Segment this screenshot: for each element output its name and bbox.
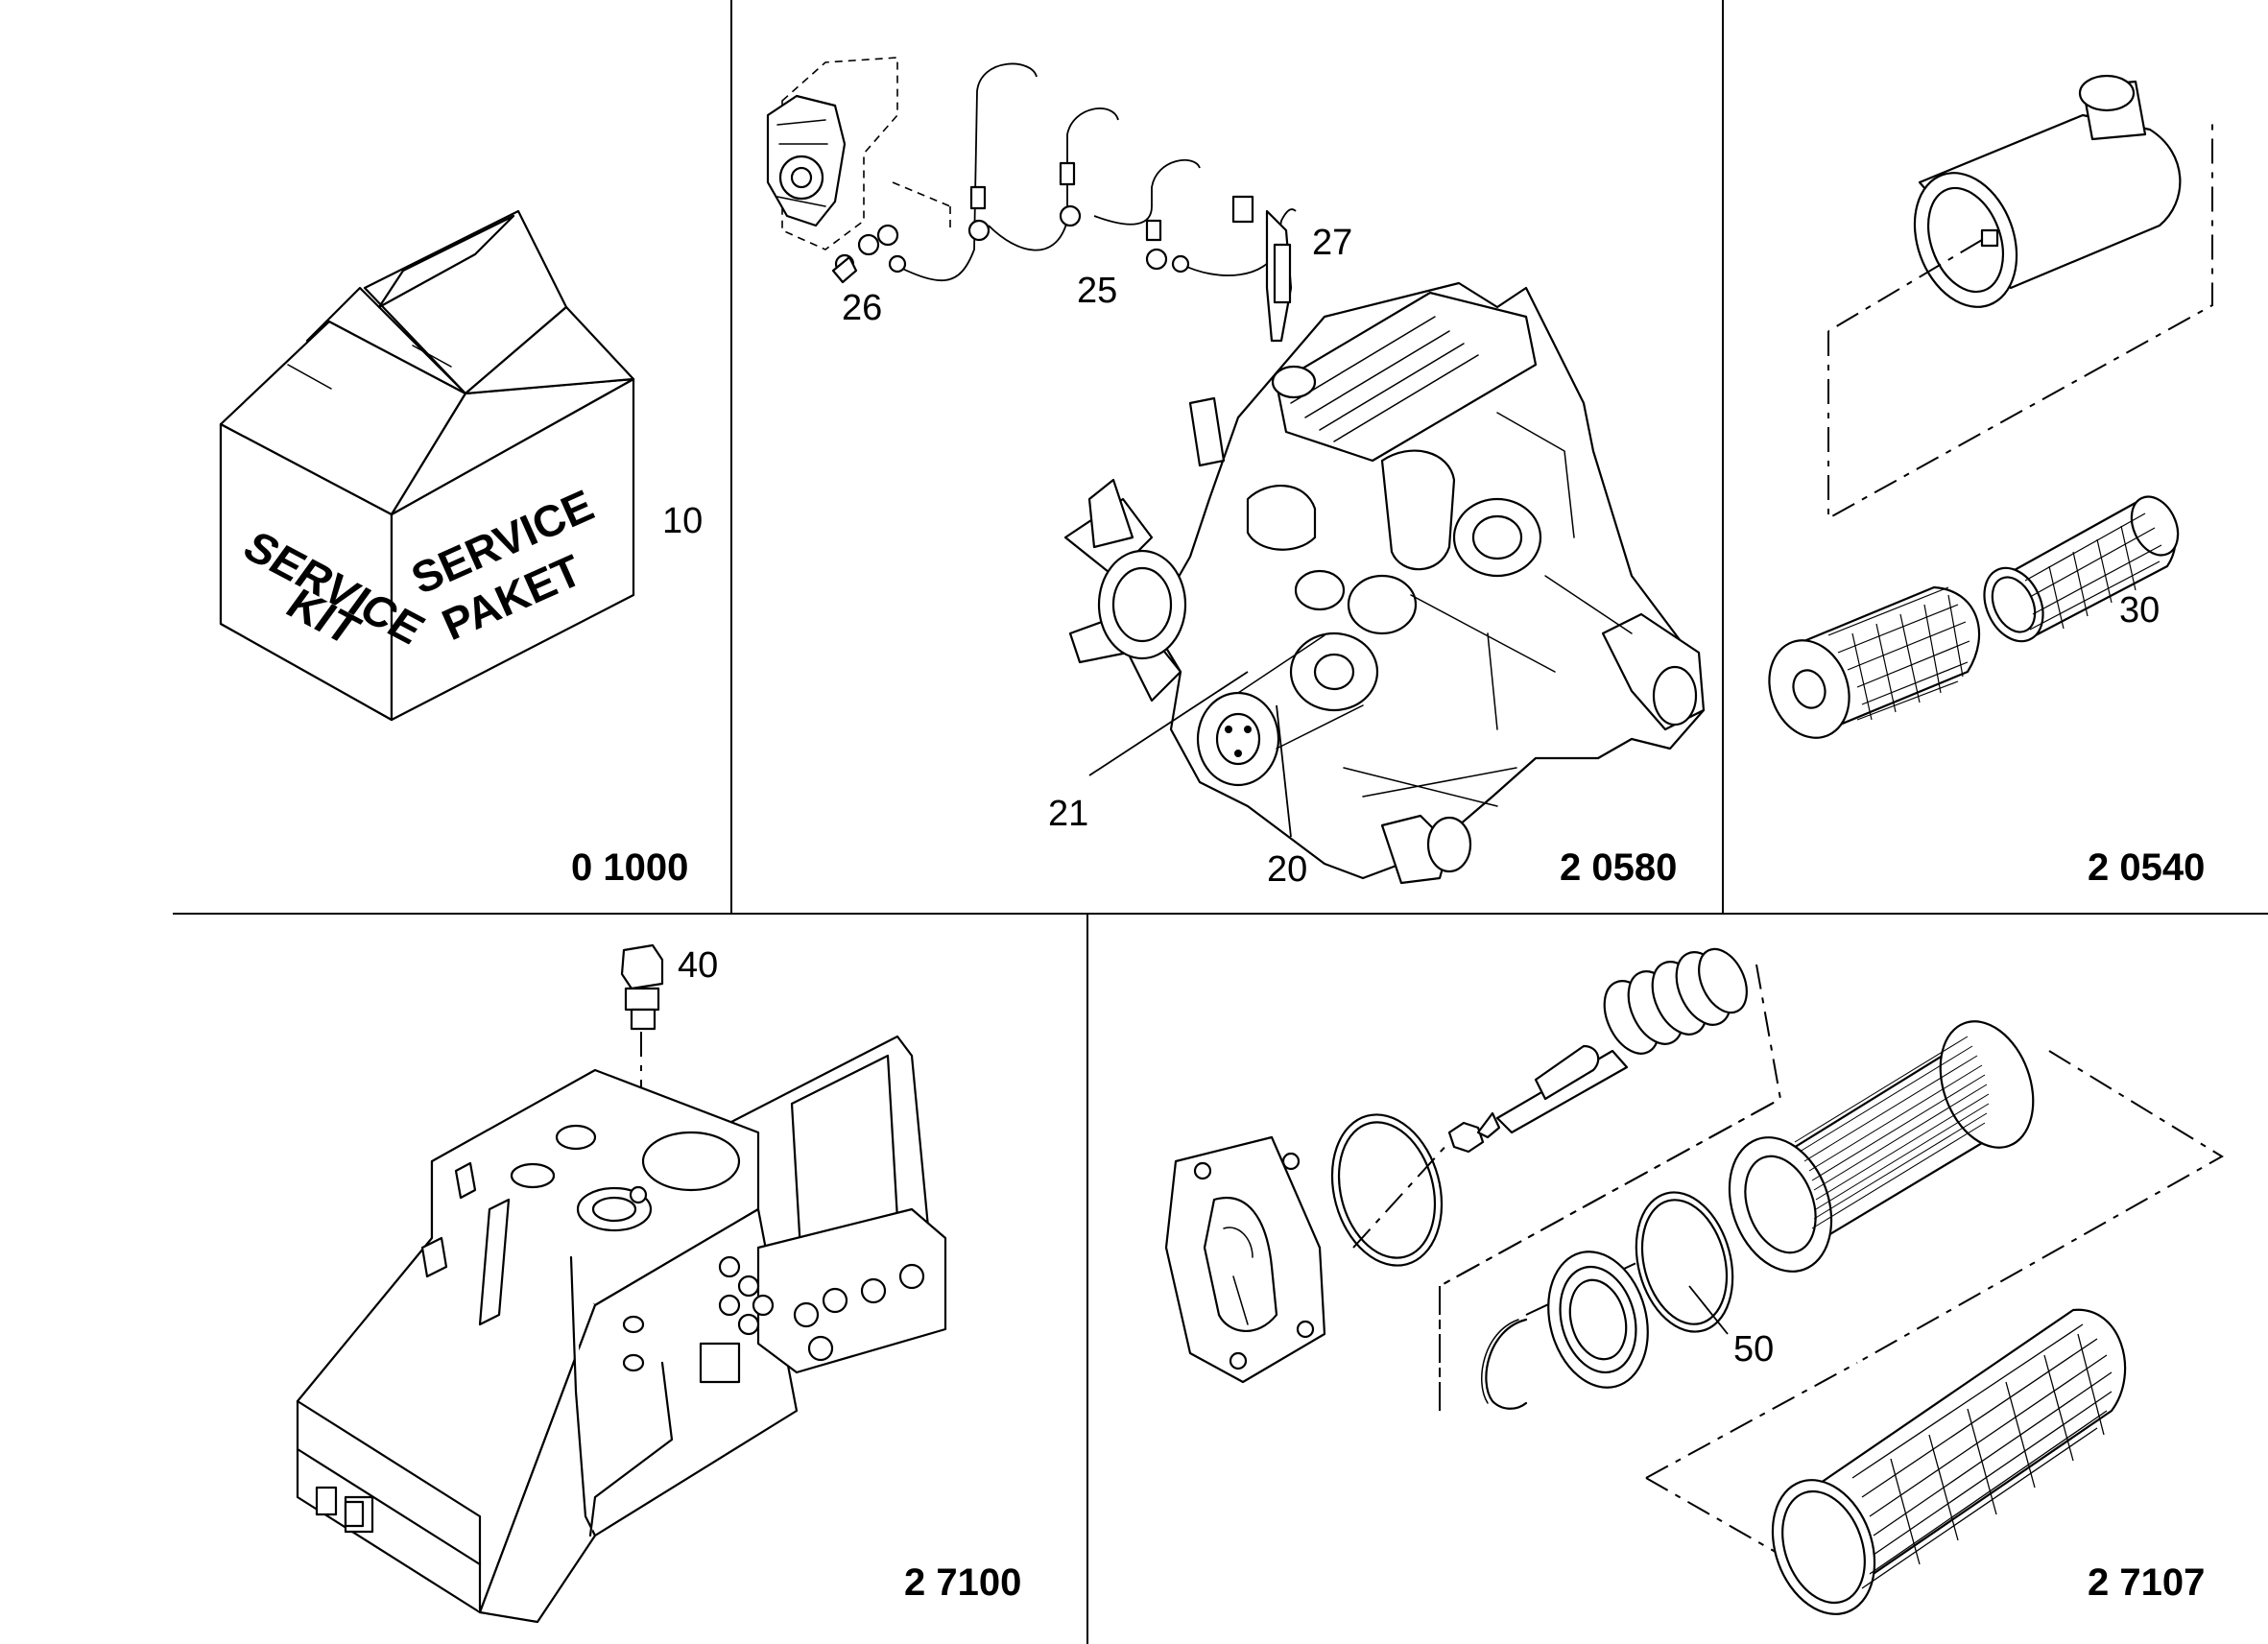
panel-service-kit[interactable]: SERVICE KIT SERVICE PAKET 10 0 1000	[219, 209, 703, 889]
filter-o-ring-illustration	[1635, 1191, 1734, 1333]
bypass-valve-illustration	[1447, 947, 1748, 1154]
panel-code-2-7100: 2 7100	[904, 1561, 1021, 1604]
filter-element-illustration	[1728, 1020, 2035, 1273]
callout-21: 21	[1048, 794, 1088, 834]
callout-25: 25	[1077, 271, 1117, 311]
leader-50	[1688, 1285, 1729, 1335]
fuel-lines-illustration	[766, 57, 1297, 343]
panel-air-filter[interactable]: 30 2 0540	[1756, 74, 2213, 889]
seal-ring-illustration	[1547, 1251, 1649, 1389]
callout-20: 20	[1267, 849, 1307, 890]
engine-fan	[1063, 478, 1187, 703]
tank-frame-illustration	[296, 1035, 947, 1624]
air-filter-safety-element-illustration	[1983, 495, 2180, 643]
panel-engine[interactable]: 26 25 27	[766, 57, 1706, 890]
callout-26: 26	[842, 288, 882, 328]
callout-27: 27	[1312, 223, 1352, 263]
snap-ring-illustration	[1481, 1318, 1528, 1410]
panel-code-2-7107: 2 7107	[2088, 1561, 2205, 1604]
leader-21	[1088, 671, 1249, 776]
air-filter-housing-illustration	[1913, 74, 2182, 308]
engine-illustration	[1063, 281, 1706, 885]
o-ring-illustration	[1330, 1113, 1444, 1267]
leader-20	[1276, 704, 1292, 838]
filter-cover-plate-illustration	[1164, 1135, 1326, 1384]
filter-screen-illustration	[1771, 1308, 2127, 1615]
panel-code-0-1000: 0 1000	[571, 846, 688, 889]
panel-code-2-0580: 2 0580	[1560, 846, 1677, 889]
callout-40: 40	[678, 945, 718, 986]
panel-dividers	[173, 0, 2268, 1644]
breather-plug-illustration	[620, 943, 664, 1185]
callout-10: 10	[662, 501, 703, 541]
service-box-illustration: SERVICE KIT SERVICE PAKET	[219, 209, 635, 722]
air-filter-cartridge-illustration	[1768, 585, 1981, 739]
panel-code-2-0540: 2 0540	[2088, 846, 2205, 889]
callout-30: 30	[2119, 590, 2160, 631]
panel-hydraulic-tank[interactable]: 40	[296, 943, 1021, 1624]
callout-50: 50	[1733, 1329, 1774, 1370]
panel-return-filter[interactable]: 50 2 7107	[1164, 941, 2224, 1629]
filter-assembly-guide	[1827, 120, 2213, 520]
